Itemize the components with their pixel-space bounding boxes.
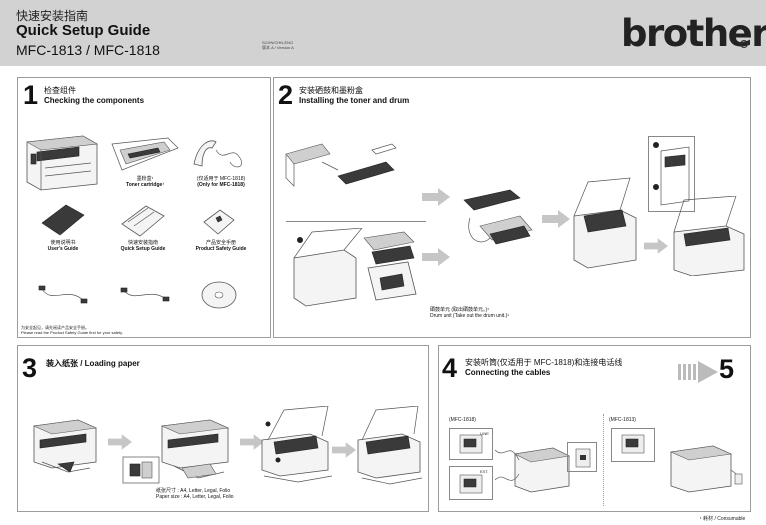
step4-title-cn: 安装听筒(仅适用于 MFC-1818)和连接电话线 xyxy=(465,358,623,367)
pull-tray-illustration xyxy=(32,419,98,473)
step2-title-en: Installing the toner and drum xyxy=(299,96,410,105)
arrow-right-icon xyxy=(240,434,264,450)
quick-setup-guide-illustration xyxy=(121,205,165,237)
arrow-right-icon xyxy=(542,210,570,228)
handset-label: (仅适用于 MFC-1818) (Only for MFC-1818) xyxy=(196,176,246,188)
arrow-right-icon xyxy=(422,248,450,266)
step4-number: 4 xyxy=(442,353,458,383)
step1-title-cn: 检查组件 xyxy=(44,86,76,95)
fax-machine-illustration xyxy=(495,447,570,493)
users-guide-illustration xyxy=(41,204,85,236)
unpack-toner-illustration xyxy=(285,143,397,187)
step1-panel: 1 检查组件 Checking the components 墨粉盒¹ Tone… xyxy=(17,77,271,338)
step2-number: 2 xyxy=(278,80,294,110)
product-safety-guide-illustration xyxy=(203,209,235,235)
paper-size-label: 纸张尺寸 : A4, Letter, Legal, Folio Paper si… xyxy=(156,488,234,500)
product-safety-guide-label: 产品安全手册 Product Safety Guide xyxy=(195,240,247,252)
arrow-right-icon xyxy=(108,434,132,450)
model-label-left: (MFC-1818) xyxy=(449,417,476,423)
step3-number: 3 xyxy=(22,353,38,383)
arrow-right-icon xyxy=(422,188,450,206)
wall-jack-icon xyxy=(575,448,591,468)
registered-mark-icon: R xyxy=(740,40,748,48)
wall-jack-detail xyxy=(567,442,597,472)
section-divider xyxy=(286,221,426,222)
line-port-detail: LINE xyxy=(449,428,493,460)
toner-cartridge-illustration xyxy=(111,137,179,171)
safety-note: 为安全起见，请先阅读产品安全手册。 Please read the Produc… xyxy=(21,325,123,335)
drum-unit-illustration xyxy=(463,189,533,245)
phone-cable-illustration xyxy=(120,287,170,302)
arrow-right-icon xyxy=(332,442,356,458)
cover-detail-illustration xyxy=(653,142,690,206)
model-label-right: (MFC-1813) xyxy=(609,417,636,423)
handset-illustration xyxy=(193,140,242,168)
step4-panel: 4 安装听筒(仅适用于 MFC-1818)和连接电话线 Connecting t… xyxy=(438,345,751,512)
brand-logo: brother xyxy=(621,12,766,55)
next-step-arrow-icon xyxy=(678,361,718,383)
open-cover-paper-illustration xyxy=(261,406,333,483)
detail-inset xyxy=(648,136,695,212)
closed-printer-illustration xyxy=(673,196,745,276)
version-info: SCHN/CHN-ENG 版本 A / Version A xyxy=(262,40,294,50)
footer-consumable-note: ¹ 耗材 / Consumable xyxy=(700,516,746,522)
ext-port-detail: EXT. xyxy=(449,466,493,500)
usb-cable-illustration xyxy=(38,285,88,304)
step1-number: 1 xyxy=(23,80,39,110)
model-numbers: MFC-1813 / MFC-1818 xyxy=(16,42,160,58)
cd-rom-icon xyxy=(201,281,237,309)
step1-title-en: Checking the components xyxy=(44,96,145,105)
quick-setup-guide-label: 快速安装指南 Quick Setup Guide xyxy=(120,240,166,252)
paper-guide-detail-icon xyxy=(122,456,160,484)
printer-phone-line-illustration xyxy=(669,445,743,493)
line-port-detail-right xyxy=(611,428,655,462)
step2-panel: 2 安装硒鼓和墨粉盒 Installing the toner and drum… xyxy=(273,77,751,338)
toner-label: 墨粉盒¹ Toner cartridge¹ xyxy=(126,176,164,188)
step2-title-cn: 安装硒鼓和墨粉盒 xyxy=(299,86,363,95)
next-step-number: 5 xyxy=(719,354,735,384)
open-printer-illustration xyxy=(293,228,417,307)
insert-drum-illustration xyxy=(573,177,637,269)
paper-output-illustration xyxy=(357,406,423,485)
title-chinese: 快速安装指南 xyxy=(16,9,89,23)
step3-panel: 3 装入纸张 / Loading paper xyxy=(17,345,429,512)
printer-illustration xyxy=(26,135,98,191)
model-divider xyxy=(603,414,604,506)
users-guide-label: 使用说明书 User's Guide xyxy=(47,240,79,252)
step4-title-en: Connecting the cables xyxy=(465,368,551,377)
title-english: Quick Setup Guide xyxy=(16,22,151,39)
drum-unit-label: 硒鼓单元 (取出硒鼓单元。)¹ Drum unit (Take out the … xyxy=(430,307,509,319)
header-bar: 快速安装指南 Quick Setup Guide MFC-1813 / MFC-… xyxy=(0,0,766,66)
step3-title: 装入纸张 / Loading paper xyxy=(46,359,140,368)
load-paper-illustration xyxy=(160,419,230,479)
arrow-right-icon xyxy=(644,238,668,254)
